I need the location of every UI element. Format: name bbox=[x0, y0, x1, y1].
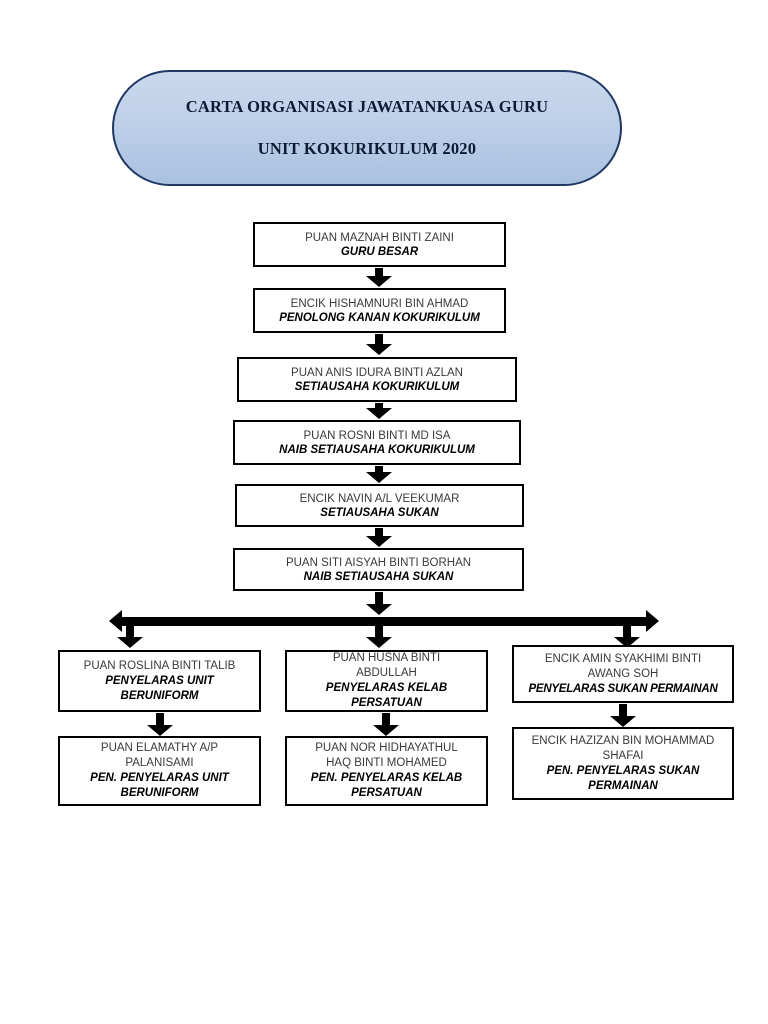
node-role-line-1: PEN. PENYELARAS KELAB bbox=[310, 772, 463, 784]
node-role-title: SETIAUSAHA SUKAN bbox=[320, 506, 439, 519]
branch-drop-arrow-right bbox=[614, 620, 640, 648]
node-person-name-line-1: ENCIK HAZIZAN BIN MOHAMMAD bbox=[531, 734, 715, 747]
node-role-line-2: BERUNIFORM bbox=[120, 689, 199, 702]
node-person-name-line-1: PUAN NOR HIDHAYATHUL bbox=[315, 742, 458, 754]
distribution-bar-left-arrowhead bbox=[109, 610, 122, 632]
node-person-name: PUAN MAZNAH BINTI ZAINI bbox=[305, 231, 454, 244]
connector-arrow-5 bbox=[366, 528, 392, 547]
node-person-name-line-1: PUAN HUSNA BINTI bbox=[332, 652, 441, 664]
connector-arrow-to-distribution-bar bbox=[366, 592, 392, 615]
node-role-line-1: PENYELARAS SUKAN PERMAINAN bbox=[528, 682, 718, 695]
branch-connector-arrow-left bbox=[147, 713, 173, 736]
branch-drop-arrow-middle bbox=[366, 620, 392, 648]
node-person-name: PUAN ROSNI BINTI MD ISA bbox=[303, 429, 451, 442]
org-node-naib-setiausaha-kokurikulum[interactable]: PUAN ROSNI BINTI MD ISA NAIB SETIAUSAHA … bbox=[233, 420, 521, 465]
node-role-title: GURU BESAR bbox=[340, 245, 419, 258]
chart-title-banner: CARTA ORGANISASI JAWATANKUASA GURU UNIT … bbox=[112, 70, 622, 186]
node-person-name: PUAN ANIS IDURA BINTI AZLAN bbox=[291, 366, 463, 379]
branch-connector-arrow-right bbox=[610, 704, 636, 727]
org-node-pen-penyelaras-kelab-persatuan[interactable]: PUAN NOR HIDHAYATHUL HAQ BINTI MOHAMED P… bbox=[285, 736, 488, 806]
connector-arrow-2 bbox=[366, 334, 392, 356]
node-role-line-1: PEN. PENYELARAS SUKAN bbox=[546, 764, 700, 777]
node-person-name-line-2: AWANG SOH bbox=[587, 667, 659, 680]
node-role-line-1: PENYELARAS UNIT bbox=[105, 674, 214, 687]
node-role-title: SETIAUSAHA KOKURIKULUM bbox=[294, 380, 460, 393]
connector-arrow-4 bbox=[366, 466, 392, 483]
node-role-line-2: BERUNIFORM bbox=[120, 787, 199, 799]
org-node-naib-setiausaha-sukan[interactable]: PUAN SITI AISYAH BINTI BORHAN NAIB SETIA… bbox=[233, 548, 524, 591]
node-role-line-1: PENYELARAS KELAB bbox=[325, 682, 448, 694]
distribution-bar-right-arrowhead bbox=[646, 610, 659, 632]
node-person-name-line-1: ENCIK AMIN SYAKHIMI BINTI bbox=[544, 652, 702, 665]
org-node-pen-penyelaras-sukan-permainan[interactable]: ENCIK HAZIZAN BIN MOHAMMAD SHAFAI PEN. P… bbox=[512, 727, 734, 800]
connector-arrow-3 bbox=[366, 403, 392, 419]
org-node-penyelaras-unit-beruniform[interactable]: PUAN ROSLINA BINTI TALIB PENYELARAS UNIT… bbox=[58, 650, 261, 712]
connector-arrow-1 bbox=[366, 268, 392, 287]
node-role-line-1: PEN. PENYELARAS UNIT bbox=[90, 772, 229, 784]
node-person-name-line-1: PUAN ROSLINA BINTI TALIB bbox=[83, 659, 236, 672]
node-person-name: PUAN SITI AISYAH BINTI BORHAN bbox=[285, 556, 472, 569]
node-person-name: ENCIK NAVIN A/L VEEKUMAR bbox=[299, 492, 460, 505]
node-role-title: NAIB SETIAUSAHA SUKAN bbox=[303, 570, 454, 583]
node-role-line-2: PERMAINAN bbox=[588, 779, 658, 792]
node-person-name-line-2: SHAFAI bbox=[602, 749, 644, 762]
node-role-title: PENOLONG KANAN KOKURIKULUM bbox=[279, 311, 480, 324]
node-person-name-line-1: PUAN ELAMATHY A/P bbox=[100, 742, 219, 754]
node-person-name-line-2: HAQ BINTI MOHAMED bbox=[326, 757, 447, 769]
node-role-title: NAIB SETIAUSAHA KOKURIKULUM bbox=[279, 443, 475, 456]
org-node-penolong-kanan-kokurikulum[interactable]: ENCIK HISHAMNURI BIN AHMAD PENOLONG KANA… bbox=[253, 288, 506, 333]
branch-connector-arrow-middle bbox=[373, 713, 399, 736]
branch-drop-arrow-left bbox=[117, 620, 143, 648]
node-person-name-line-2: PALANISAMI bbox=[125, 757, 194, 769]
node-person-name-line-2: ABDULLAH bbox=[356, 667, 417, 679]
node-person-name: ENCIK HISHAMNURI BIN AHMAD bbox=[290, 297, 469, 310]
distribution-bar bbox=[122, 617, 646, 626]
org-node-penyelaras-sukan-permainan[interactable]: ENCIK AMIN SYAKHIMI BINTI AWANG SOH PENY… bbox=[512, 645, 734, 703]
org-node-pen-penyelaras-unit-beruniform[interactable]: PUAN ELAMATHY A/P PALANISAMI PEN. PENYEL… bbox=[58, 736, 261, 806]
chart-title-line-1: CARTA ORGANISASI JAWATANKUASA GURU bbox=[185, 96, 549, 116]
org-node-setiausaha-sukan[interactable]: ENCIK NAVIN A/L VEEKUMAR SETIAUSAHA SUKA… bbox=[235, 484, 524, 527]
org-node-setiausaha-kokurikulum[interactable]: PUAN ANIS IDURA BINTI AZLAN SETIAUSAHA K… bbox=[237, 357, 517, 402]
node-role-line-2: PERSATUAN bbox=[351, 697, 422, 709]
chart-title-line-2: UNIT KOKURIKULUM 2020 bbox=[257, 139, 477, 158]
org-node-guru-besar[interactable]: PUAN MAZNAH BINTI ZAINI GURU BESAR bbox=[253, 222, 506, 267]
org-node-penyelaras-kelab-persatuan[interactable]: PUAN HUSNA BINTI ABDULLAH PENYELARAS KEL… bbox=[285, 650, 488, 712]
node-role-line-2: PERSATUAN bbox=[351, 787, 422, 799]
